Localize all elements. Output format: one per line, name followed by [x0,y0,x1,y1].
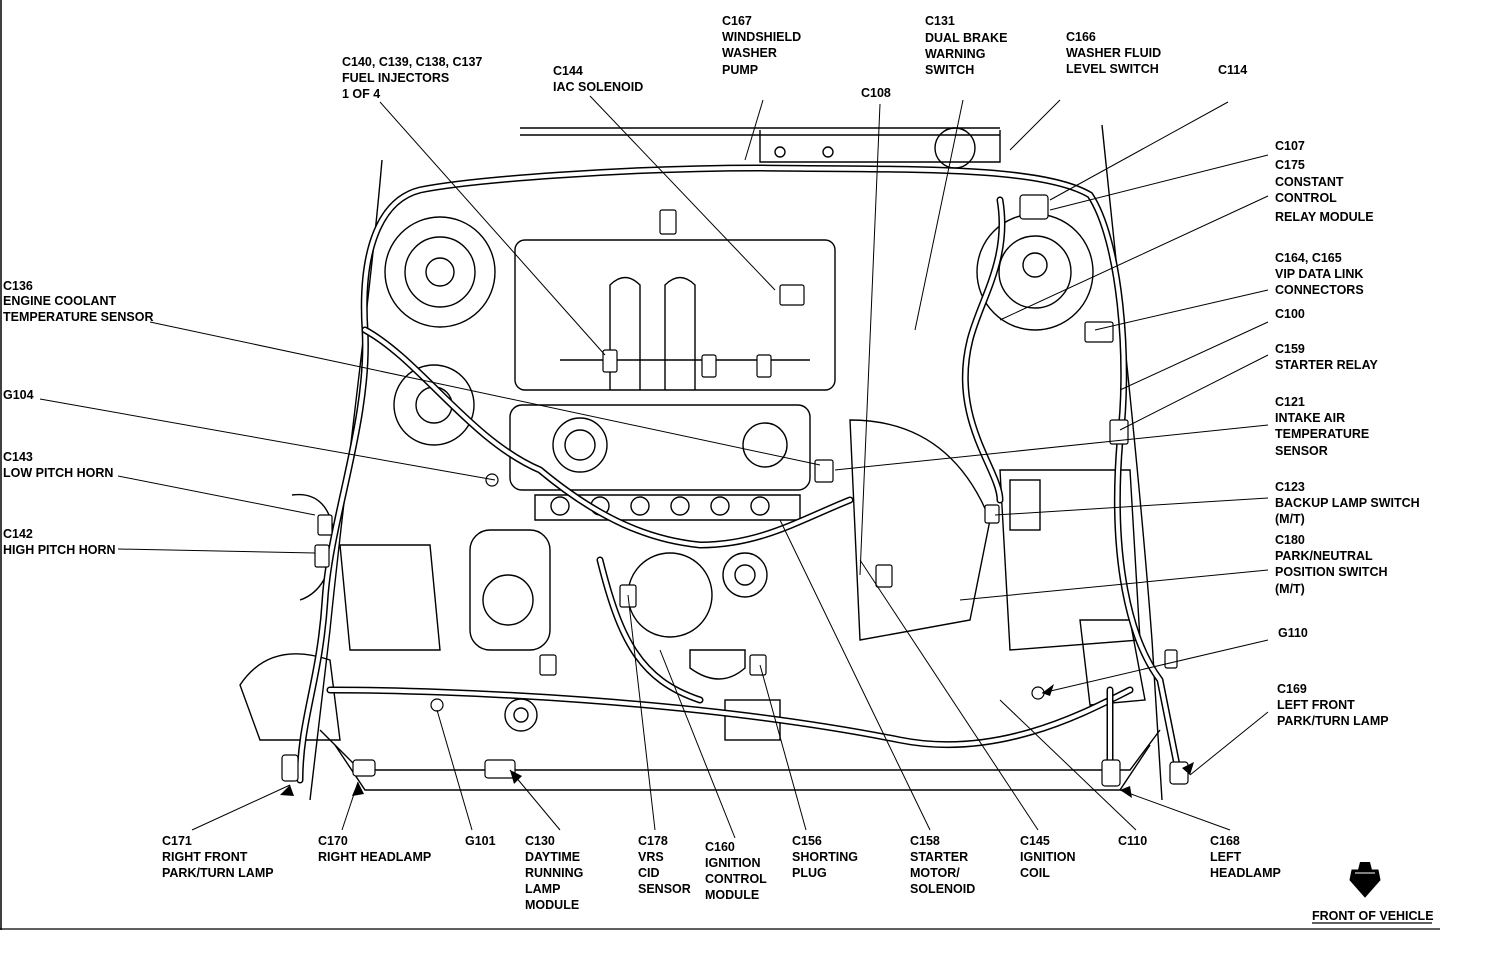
label-c169: C169 LEFT FRONT PARK/TURN LAMP [1277,682,1389,728]
label-c164-c165: C164, C165 VIP DATA LINK CONNECTORS [1275,251,1367,297]
label-c160: C160 IGNITION CONTROL MODULE [705,840,770,902]
connector-symbols [281,194,1189,787]
label-g104: G104 [3,388,34,402]
label-g110: G110 [1278,626,1308,640]
label-c144: C144 IAC SOLENOID [553,64,643,94]
arrowheads [280,684,1194,798]
label-c110: C110 [1118,834,1147,848]
label-c156: C156 SHORTING PLUG [792,834,861,880]
label-c130: C130 DAYTIME RUNNING LAMP MODULE [525,834,587,912]
label-c167: C167 WINDSHIELD WASHER PUMP [722,14,805,77]
label-c175: C175 CONSTANT CONTROL RELAY MODULE [1275,158,1374,224]
label-c131: C131 DUAL BRAKE WARNING SWITCH [925,14,1011,77]
label-c100: C100 [1275,307,1305,321]
label-c140-fuel-injectors: C140, C139, C138, C137 FUEL INJECTORS 1 … [342,55,486,101]
label-c171: C171 RIGHT FRONT PARK/TURN LAMP [162,834,274,880]
label-c123: C123 BACKUP LAMP SWITCH (M/T) [1275,480,1423,526]
engine-compartment-illustration [239,124,1163,801]
front-of-vehicle-label: FRONT OF VEHICLE [1312,909,1434,923]
label-c114: C114 [1218,63,1247,77]
label-c159: C159 STARTER RELAY [1275,342,1378,372]
label-c143: C143 LOW PITCH HORN [3,450,113,480]
label-c142: C142 HIGH PITCH HORN [3,527,116,557]
label-c107: C107 [1275,139,1305,153]
down-arrow-icon [1349,862,1381,898]
label-c108: C108 [861,86,891,100]
label-c158: C158 STARTER MOTOR/ SOLENOID [910,834,975,896]
label-c178: C178 VRS CID SENSOR [638,834,691,896]
label-g101: G101 [465,834,496,848]
wiring-harness [296,164,1184,784]
label-c121: C121 INTAKE AIR TEMPERATURE SENSOR [1275,395,1373,458]
label-c145: C145 IGNITION COIL [1020,834,1079,880]
label-c180: C180 PARK/NEUTRAL POSITION SWITCH (M/T) [1275,533,1391,596]
label-c136: C136 ENGINE COOLANT TEMPERATURE SENSOR [3,279,153,324]
label-c166: C166 WASHER FLUID LEVEL SWITCH [1066,30,1165,76]
label-c170: C170 RIGHT HEADLAMP [318,834,431,864]
label-c168: C168 LEFT HEADLAMP [1210,834,1281,880]
leader-lines [39,95,1269,839]
